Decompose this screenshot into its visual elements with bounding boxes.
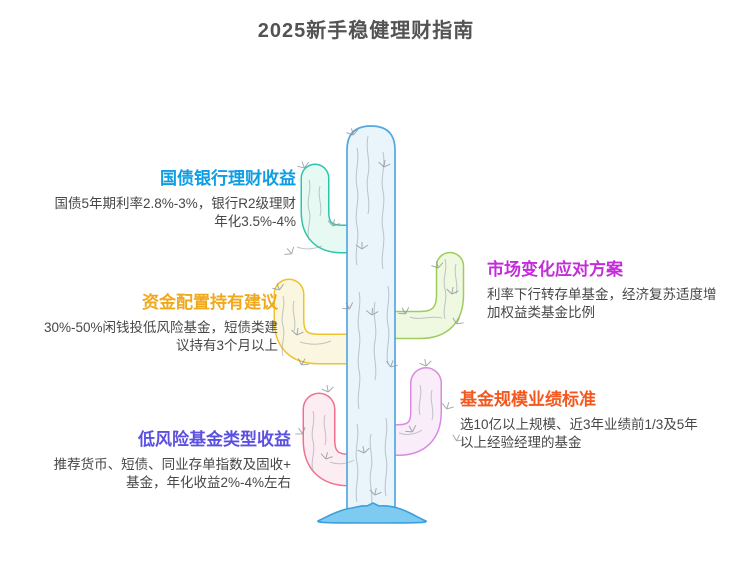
section-body: 国债5年期利率2.8%-3%，银行R2级理财 年化3.5%-4% [16, 195, 296, 231]
section-body-line: 30%-50%闲钱投低风险基金，短债类建 [43, 320, 278, 336]
section-title: 低风险基金类型收益 [138, 430, 291, 449]
section-body: 选10亿以上规模、近3年业绩前1/3及5年 以上经验经理的基金 [460, 416, 715, 452]
cactus-arm-upper-left-teal [300, 163, 369, 254]
section-bond-bank-returns: 国债银行理财收益 国债5年期利率2.8%-3%，银行R2级理财 年化3.5%-4… [16, 169, 296, 231]
section-title: 国债银行理财收益 [160, 169, 296, 188]
section-body: 30%-50%闲钱投低风险基金，短债类建 议持有3个月以上 [0, 319, 278, 355]
cactus-texture-lines [281, 135, 458, 507]
section-body-line: 以上经验经理的基金 [460, 435, 582, 451]
section-body: 推荐货币、短债、同业存单指数及固收+ 基金，年化收益2%-4%左右 [11, 456, 291, 492]
section-body-line: 年化3.5%-4% [214, 214, 296, 230]
cactus-trunk [346, 125, 396, 517]
cactus-arm-mid-right-green [365, 251, 465, 340]
section-body-line: 国债5年期利率2.8%-3%，银行R2级理财 [54, 196, 296, 212]
section-body-line: 加权益类基金比例 [487, 305, 595, 321]
cactus-arm-lower-right-violet [362, 367, 442, 456]
section-allocation-holding-advice: 资金配置持有建议 30%-50%闲钱投低风险基金，短债类建 议持有3个月以上 [0, 293, 278, 355]
section-body-line: 利率下行转存单基金，经济复苏适度增 [487, 287, 717, 303]
cactus-base [317, 502, 427, 524]
section-low-risk-fund-types: 低风险基金类型收益 推荐货币、短债、同业存单指数及固收+ 基金，年化收益2%-4… [11, 430, 291, 492]
section-body-line: 议持有3个月以上 [175, 338, 278, 354]
section-body-line: 选10亿以上规模、近3年业绩前1/3及5年 [460, 417, 698, 433]
section-title: 基金规模业绩标准 [460, 390, 596, 409]
section-body: 利率下行转存单基金，经济复苏适度增 加权益类基金比例 [487, 286, 722, 322]
section-body-line: 基金，年化收益2%-4%左右 [125, 475, 291, 491]
section-title: 资金配置持有建议 [142, 293, 278, 312]
section-body-line: 推荐货币、短债、同业存单指数及固收+ [53, 457, 291, 473]
section-fund-scale-performance: 基金规模业绩标准 选10亿以上规模、近3年业绩前1/3及5年 以上经验经理的基金 [460, 390, 715, 452]
section-market-change-response: 市场变化应对方案 利率下行转存单基金，经济复苏适度增 加权益类基金比例 [487, 260, 722, 322]
section-title: 市场变化应对方案 [487, 260, 623, 279]
cactus-arm-mid-left-yellow [273, 278, 370, 365]
page-title: 2025新手稳健理财指南 [257, 20, 475, 42]
